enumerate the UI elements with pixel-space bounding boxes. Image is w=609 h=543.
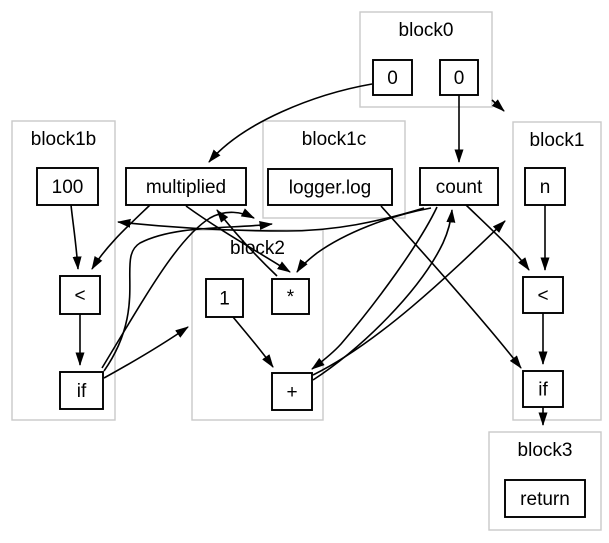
node-label-lt_b: < (74, 286, 85, 307)
edge-multiplied-to-lt_b (91, 204, 151, 270)
node-zero_a (372, 59, 413, 96)
node-count (419, 167, 499, 206)
node-label-count: count (436, 177, 483, 198)
cluster-label-block1: block1 (530, 130, 585, 151)
edge-if_b-to-block1c (103, 221, 273, 372)
node-n (524, 167, 566, 206)
node-return (504, 479, 586, 518)
edge-count-to-lt_1 (465, 204, 530, 271)
edge-count-to-add (311, 206, 438, 370)
edge-mul-to-multiplied (216, 209, 278, 277)
node-if_b (59, 371, 104, 410)
node-label-mul: * (287, 287, 295, 308)
node-label-hundred: 100 (52, 177, 84, 198)
node-layer: 0 0 100 multiplied logger.log count n < if 1 * + < if… (36, 59, 586, 518)
cluster-label-block1c: block1c (302, 129, 366, 150)
node-hundred (36, 167, 99, 206)
node-label-one: 1 (219, 289, 230, 310)
edge-zero_a-to-multiplied (208, 83, 373, 163)
node-label-lt_1: < (537, 286, 548, 307)
node-logger (267, 168, 393, 206)
node-add (271, 372, 313, 411)
node-if_1 (522, 370, 564, 408)
node-label-return: return (520, 489, 570, 510)
node-label-multiplied: multiplied (146, 177, 226, 198)
node-one (205, 278, 244, 318)
node-label-n: n (540, 177, 551, 198)
edge-multiplied-to-mul (185, 205, 291, 273)
edge-count-to-block1b (117, 207, 425, 232)
edge-one-to-add (232, 316, 274, 368)
node-lt_b (59, 275, 101, 315)
cluster-label-block0: block0 (399, 20, 454, 41)
node-zero_b (439, 59, 479, 96)
node-lt_1 (522, 276, 564, 314)
edge-logger-to-if_1 (380, 205, 522, 369)
cluster-label-block3: block3 (518, 440, 573, 461)
node-label-add: + (286, 382, 297, 403)
node-multiplied (125, 167, 247, 206)
edge-block0-to-block1 (491, 99, 505, 112)
edge-count-to-mul (296, 207, 432, 273)
node-label-zero_b: 0 (454, 68, 465, 89)
node-label-zero_a: 0 (387, 68, 398, 89)
edge-add-to-count (312, 209, 456, 381)
edge-hundred-to-lt_b (70, 204, 82, 270)
node-label-if_1: if (538, 380, 548, 401)
cluster-label-block1b: block1b (31, 129, 97, 150)
node-label-logger: logger.log (289, 178, 371, 199)
node-mul (271, 278, 310, 315)
edge-layer (70, 83, 550, 426)
node-label-if_b: if (77, 381, 87, 402)
edge-add-to-block1 (312, 220, 506, 376)
edge-if_b-to-block2 (103, 326, 189, 379)
